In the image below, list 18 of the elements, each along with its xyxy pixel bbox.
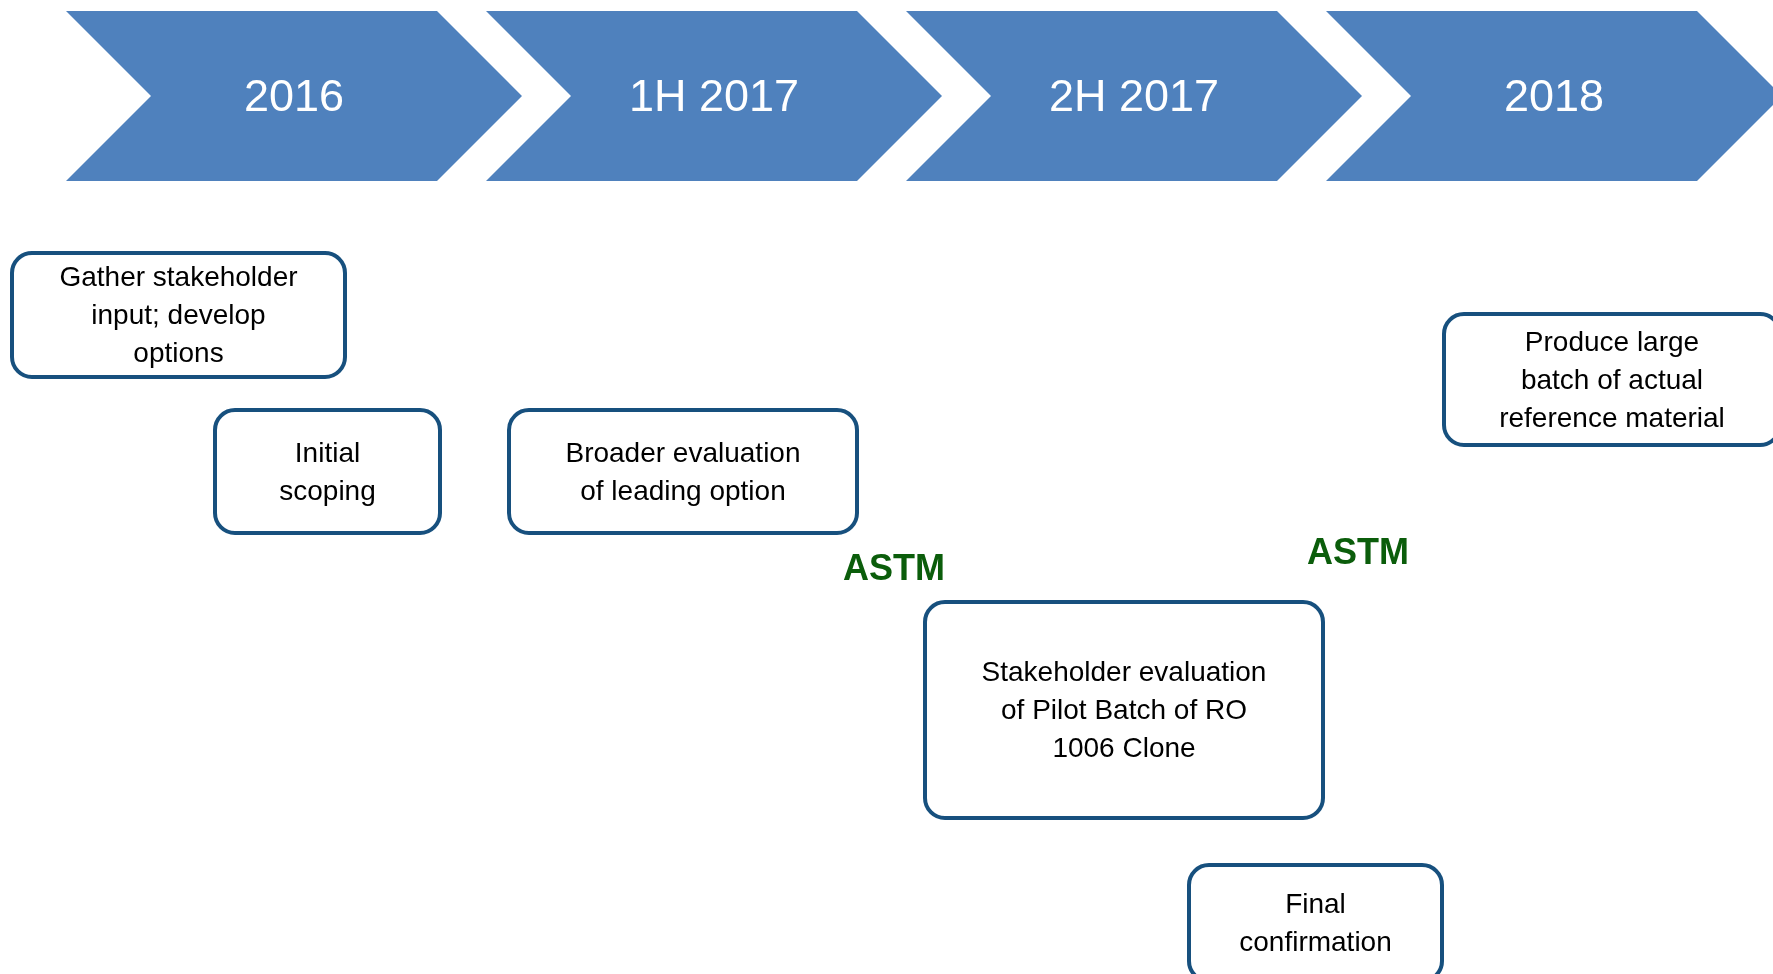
- task-box: [10, 251, 347, 379]
- task-box: [1187, 863, 1444, 974]
- task-box: [507, 408, 859, 535]
- standard-label: ASTM: [843, 546, 945, 590]
- task-box: [1442, 312, 1773, 447]
- task-text: Initial scoping: [278, 435, 377, 508]
- task-text: Stakeholder evaluation of Pilot Batch of RO 1006 Clone: [980, 655, 1268, 765]
- task-text: Broader evaluation of leading option: [564, 435, 802, 508]
- task-text: Gather stakeholder input; develop options: [58, 260, 299, 370]
- period-label: 2018: [1503, 69, 1605, 124]
- period-label: 2H 2017: [1048, 69, 1220, 124]
- task-box: [213, 408, 442, 535]
- task-text: Final confirmation: [1238, 887, 1393, 959]
- task-text: Produce large batch of actual reference material: [1498, 324, 1726, 435]
- task-box: [923, 600, 1325, 820]
- period-label: 2016: [243, 69, 345, 124]
- standard-label: ASTM: [1307, 530, 1409, 574]
- period-label: 1H 2017: [628, 69, 800, 124]
